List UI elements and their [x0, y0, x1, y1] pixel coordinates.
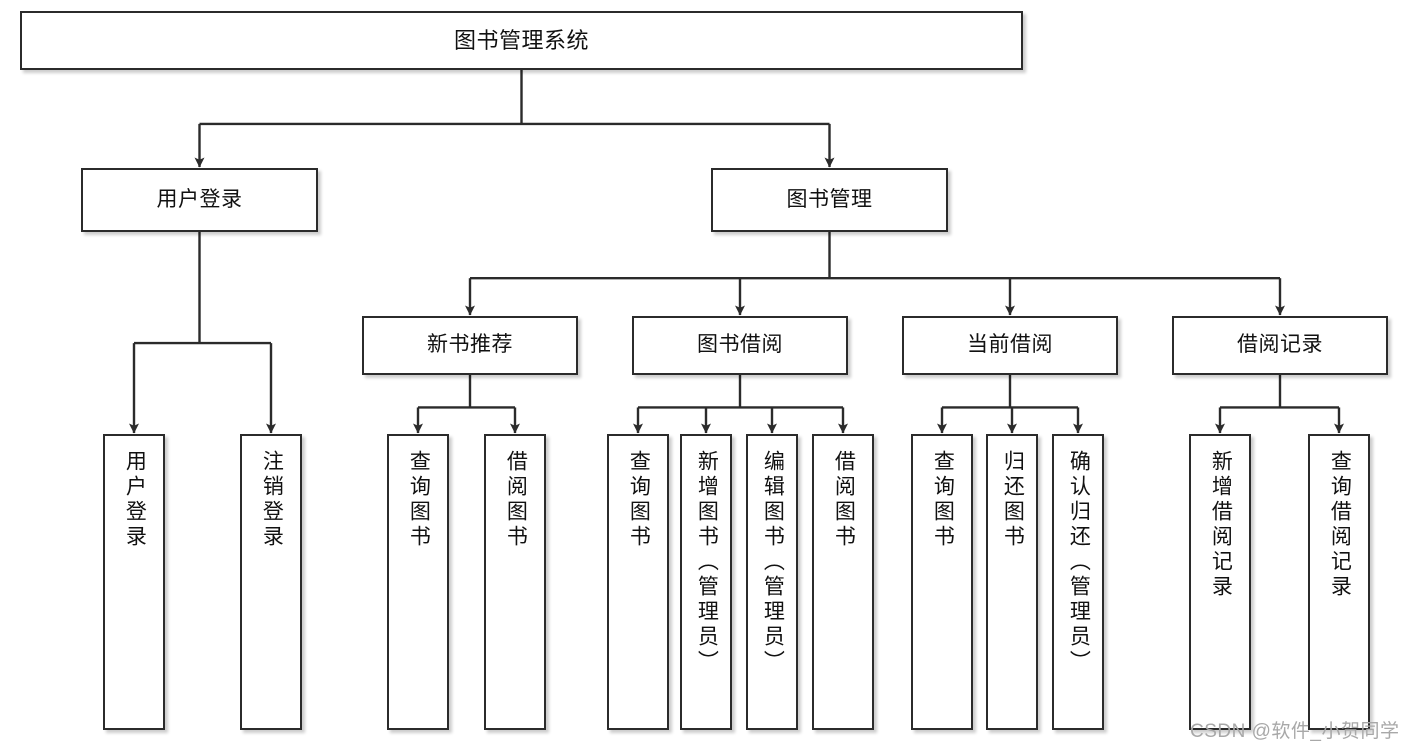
node-label: 借阅图书: [832, 450, 856, 550]
node-leaf-add-borrow-record[interactable]: 新增借阅记录: [1189, 434, 1251, 730]
node-label: 图书管理: [786, 187, 873, 211]
node-label: 新增图书（管理员）: [695, 450, 719, 675]
node-user-login[interactable]: 用户登录: [81, 168, 318, 232]
node-label: 归还图书: [1001, 450, 1025, 550]
node-leaf-query-book-1[interactable]: 查询图书: [387, 434, 449, 730]
node-label: 图书借阅: [697, 333, 783, 357]
watermark: CSDN @软件_小贺同学: [1190, 721, 1400, 742]
node-leaf-edit-book[interactable]: 编辑图书（管理员）: [746, 434, 798, 730]
node-label: 确认归还（管理员）: [1067, 450, 1091, 675]
node-label: 新书推荐: [427, 333, 513, 357]
node-label: 新增借阅记录: [1209, 450, 1233, 600]
node-book-borrow[interactable]: 图书借阅: [632, 316, 848, 375]
node-leaf-query-borrow-record[interactable]: 查询借阅记录: [1308, 434, 1370, 730]
node-label: 借阅记录: [1237, 333, 1323, 357]
node-label: 用户登录: [156, 187, 243, 211]
node-leaf-return-book[interactable]: 归还图书: [986, 434, 1038, 730]
node-label: 查询图书: [931, 450, 955, 550]
node-leaf-confirm-return[interactable]: 确认归还（管理员）: [1052, 434, 1104, 730]
node-label: 用户登录: [123, 450, 147, 550]
node-label: 查询图书: [407, 450, 431, 550]
node-leaf-borrow-book-1[interactable]: 借阅图书: [484, 434, 546, 730]
node-label: 图书管理系统: [453, 27, 589, 53]
node-label: 查询借阅记录: [1328, 450, 1352, 600]
node-leaf-borrow-book-2[interactable]: 借阅图书: [812, 434, 874, 730]
node-book-management[interactable]: 图书管理: [711, 168, 948, 232]
node-new-book-recommend[interactable]: 新书推荐: [362, 316, 578, 375]
node-label: 借阅图书: [504, 450, 528, 550]
node-leaf-query-book-2[interactable]: 查询图书: [607, 434, 669, 730]
node-label: 编辑图书（管理员）: [761, 450, 785, 675]
node-borrow-record[interactable]: 借阅记录: [1172, 316, 1388, 375]
node-leaf-user-login[interactable]: 用户登录: [103, 434, 165, 730]
node-leaf-logout[interactable]: 注销登录: [240, 434, 302, 730]
node-label: 查询图书: [627, 450, 651, 550]
node-label: 注销登录: [260, 450, 284, 550]
node-label: 当前借阅: [967, 333, 1053, 357]
node-root[interactable]: 图书管理系统: [20, 11, 1023, 70]
node-leaf-query-book-3[interactable]: 查询图书: [911, 434, 973, 730]
node-leaf-add-book[interactable]: 新增图书（管理员）: [680, 434, 732, 730]
node-current-borrow[interactable]: 当前借阅: [902, 316, 1118, 375]
